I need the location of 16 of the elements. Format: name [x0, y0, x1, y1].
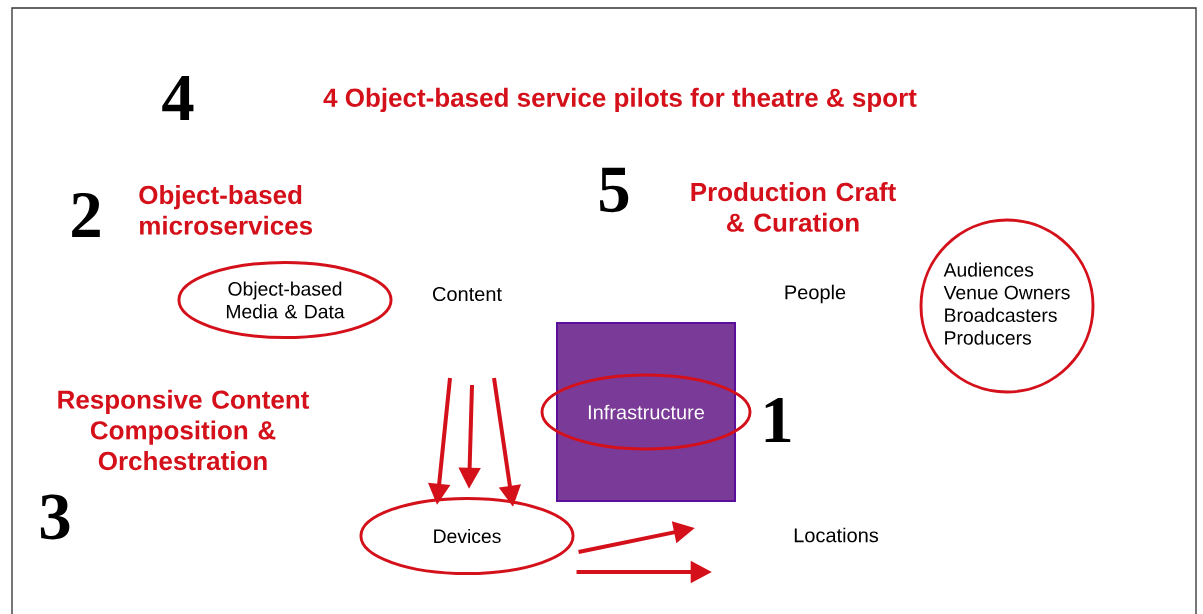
circled-label: Devices: [359, 497, 575, 575]
square-box: Infrastructure: [540, 322, 752, 502]
annotation-text: Responsive Content Composition & Orchestration: [58, 389, 310, 471]
section-number: 5: [600, 167, 629, 213]
category-label: People: [785, 284, 846, 304]
annotation-text: Object-based microservices: [139, 185, 313, 235]
section-number: 1: [765, 398, 791, 442]
category-label: Content: [433, 286, 502, 302]
section-number: 2: [72, 192, 100, 238]
section-number: 4: [162, 76, 194, 120]
section-number: 3: [40, 494, 70, 540]
annotation-text: 4 Object-based service pilots for theatre & sport: [323, 87, 917, 113]
circled-list: Audiences Venue Owners Broadcasters Producers: [919, 218, 1095, 394]
annotation-text: Production Craft & Curation: [691, 182, 896, 232]
category-label: Locations: [794, 527, 879, 543]
circled-label: Object-based Media & Data: [177, 261, 393, 339]
